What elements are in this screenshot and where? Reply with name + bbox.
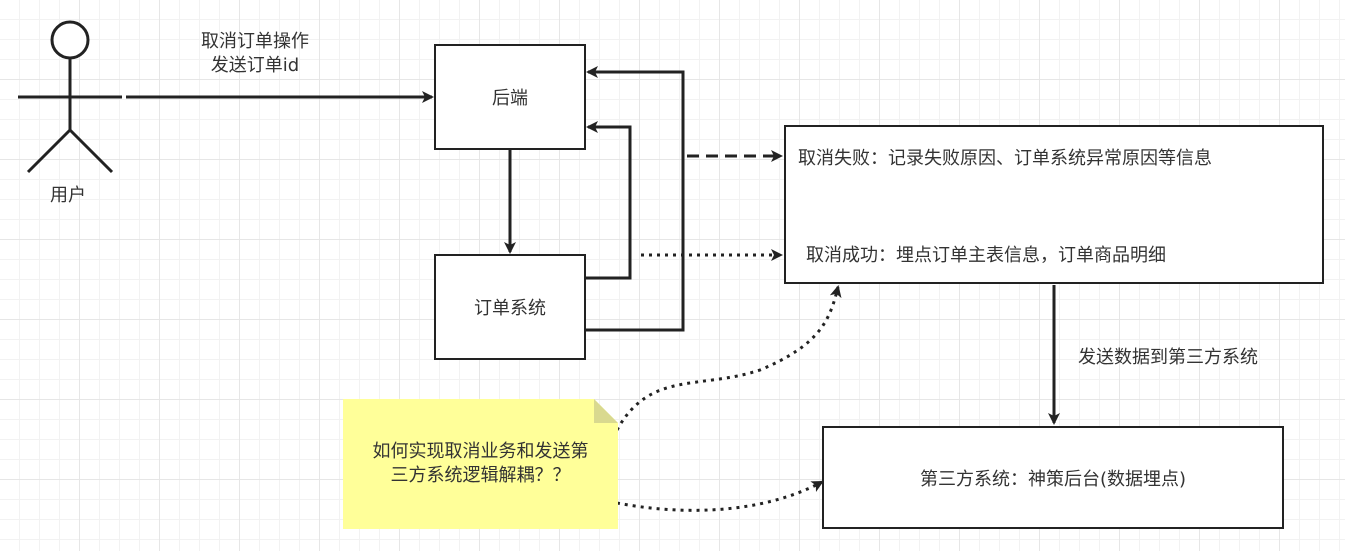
node-backend-label: 后端 — [492, 88, 528, 109]
node-backend: 后端 — [434, 44, 586, 150]
node-result-failure: 取消失败：记录失败原因、订单系统异常原因等信息 — [798, 148, 1212, 169]
edge-note-to-third-party — [616, 480, 824, 512]
node-third-party-label: 第三方系统：神策后台(数据埋点) — [919, 468, 1187, 490]
node-third-party: 第三方系统：神策后台(数据埋点) — [822, 426, 1284, 529]
edge-label-line-2: 发送订单id — [210, 55, 300, 76]
sticky-note: 如何实现取消业务和发送第 三方系统逻辑解耦？？ — [343, 399, 618, 529]
sticky-note-line-2: 三方系统逻辑解耦？？ — [390, 465, 571, 486]
actor-figure — [18, 20, 122, 174]
node-order-system: 订单系统 — [434, 254, 586, 360]
sticky-note-line-1: 如何实现取消业务和发送第 — [372, 441, 589, 462]
edge-label-user-to-backend: 取消订单操作 发送订单id — [170, 30, 340, 78]
actor-label: 用户 — [50, 185, 86, 206]
node-order-system-label: 订单系统 — [474, 298, 546, 319]
edge-order-system-return-inner — [586, 121, 632, 280]
edge-label-to-third-party: 发送数据到第三方系统 — [1078, 347, 1258, 368]
edge-order-system-return-outer — [586, 66, 685, 332]
node-results: 取消失败：记录失败原因、订单系统异常原因等信息 取消成功：埋点订单主表信息，订单… — [784, 125, 1324, 284]
edge-label-line-1: 取消订单操作 — [201, 31, 309, 52]
sticky-note-text: 如何实现取消业务和发送第 三方系统逻辑解耦？？ — [343, 399, 618, 529]
edge-note-to-results — [615, 285, 842, 431]
sticky-note-shape — [343, 399, 618, 529]
node-result-success: 取消成功：埋点订单主表信息，订单商品明细 — [806, 245, 1166, 266]
